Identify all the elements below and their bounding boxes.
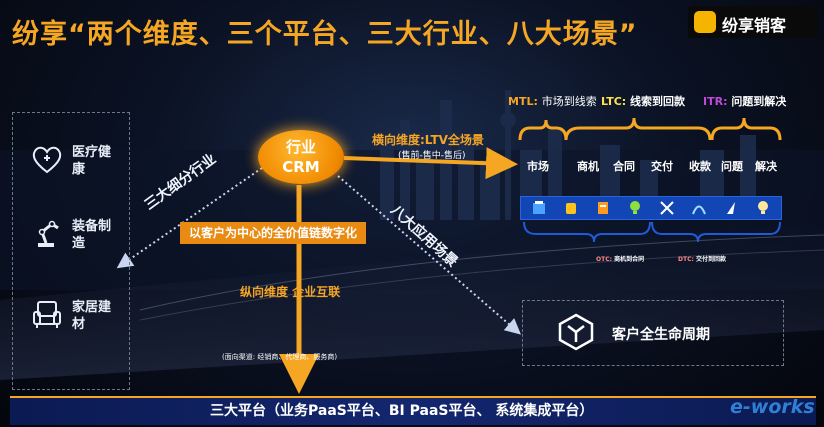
legend-mtl: MTL: 市场到线索 [508, 93, 597, 109]
watermark: e-works [730, 396, 815, 418]
platforms-bar [10, 396, 816, 425]
legend-mtl-key: MTL: [508, 95, 538, 108]
industry-label-manufacturing: 装备制造 [72, 219, 112, 251]
otc-label: OTC: 商机到合同 [596, 254, 644, 263]
brand-logo-text: 纷享销客 [722, 16, 787, 35]
receipt-icon [692, 205, 706, 215]
armchair-icon [33, 301, 61, 328]
legend-itr: ITR: 问题到解决 [703, 93, 786, 109]
legend-ltc-text: 线索到回款 [630, 95, 686, 108]
solve-icon [758, 201, 768, 214]
crm-line1: 行业 [285, 138, 316, 156]
stage-issue: 问题 [721, 160, 743, 173]
cube-network-icon [558, 313, 594, 351]
horizontal-dimension-sub: (售前-售中-售后) [398, 151, 466, 161]
legend-ltc: LTC: 线索到回款 [601, 93, 685, 109]
brand-logo: 纷享销客 [688, 6, 818, 38]
stage-opportunity: 商机 [577, 160, 599, 173]
bulb-icon [630, 201, 640, 214]
brand-logo-icon [694, 11, 716, 33]
stage-market: 市场 [527, 160, 549, 173]
legend-ltc-key: LTC: [601, 95, 627, 108]
medical-heart-icon [32, 146, 62, 174]
page-title: 纷享“两个维度、三个平台、三大行业、八大场景” [12, 19, 638, 50]
issue-icon [727, 202, 735, 214]
opportunity-icon [566, 203, 576, 214]
otc-key: OTC: [596, 256, 612, 263]
industry-label-home: 家居建材 [72, 300, 112, 332]
vertical-dimension-label: 纵向维度 企业互联 [240, 285, 341, 299]
industry-crm-node: 行业 CRM [258, 130, 344, 184]
platforms-label: 三大平台（业务PaaS平台、BI PaaS平台、 系统集成平台） [210, 403, 594, 419]
stage-delivery: 交付 [651, 160, 673, 173]
legend-itr-key: ITR: [703, 95, 728, 108]
dtc-text: 交付到回款 [695, 256, 726, 263]
scenario-icon-strip [520, 196, 782, 220]
industry-label-medical: 医疗健康 [72, 145, 112, 177]
customer-lifecycle-label: 客户全生命周期 [612, 327, 710, 343]
robot-arm-icon [38, 220, 59, 247]
legend-mtl-text: 市场到线索 [541, 95, 597, 108]
dtc-key: DTC: [678, 256, 694, 263]
crm-line2: CRM [282, 158, 320, 176]
delivery-icon [660, 201, 674, 215]
stage-contract: 合同 [613, 160, 635, 173]
horizontal-dimension-label: 横向维度:LTV全场景 [372, 133, 484, 147]
dtc-label: DTC: 交付到回款 [678, 254, 726, 263]
vertical-dimension-sub: (面向渠道: 经销商、代理商、服务商) [222, 353, 338, 361]
legend-itr-text: 问题到解决 [731, 95, 787, 108]
stage-collection: 收款 [689, 160, 711, 173]
customer-lifecycle-box [522, 300, 784, 366]
otc-text: 商机到合同 [614, 256, 645, 263]
industries-panel [12, 112, 130, 390]
market-icon [533, 201, 545, 214]
stage-resolve: 解决 [755, 160, 777, 173]
contract-icon [598, 202, 608, 214]
value-chain-banner: 以客户为中心的全价值链数字化 [180, 222, 366, 244]
